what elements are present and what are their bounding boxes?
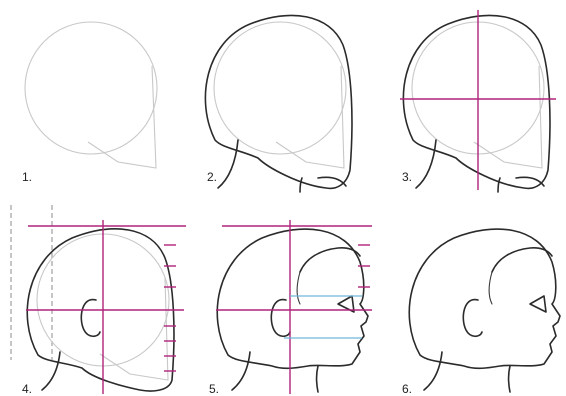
head-outline — [409, 229, 560, 368]
neck-front-line — [300, 178, 302, 192]
step-3-panel: 3. — [400, 10, 556, 192]
step-5-label: 5. — [209, 382, 219, 396]
head-outline — [217, 229, 368, 368]
step-4-label: 4. — [22, 382, 32, 396]
neck-back-line — [424, 352, 442, 390]
hairline — [492, 248, 552, 272]
step-2-panel: 2. — [205, 15, 352, 192]
step-5-panel: 5. — [209, 220, 372, 396]
head-outline — [403, 15, 550, 188]
cranium-guide-circle — [214, 22, 346, 154]
jaw-guide — [276, 66, 344, 168]
ear-outline — [271, 300, 290, 337]
jaw-guide — [88, 66, 156, 168]
step-6-label: 6. — [402, 382, 412, 396]
eye-outline — [530, 296, 546, 312]
jaw-guide — [474, 66, 542, 168]
head-outline — [205, 15, 352, 188]
step-6-panel: 6. — [402, 229, 560, 396]
ear-outline — [463, 300, 482, 337]
step-3-label: 3. — [402, 170, 412, 184]
cranium-guide-circle — [25, 22, 157, 154]
step-1-panel: 1. — [22, 22, 157, 184]
jaw-guide — [100, 278, 168, 380]
step-4-panel: 4. — [11, 205, 186, 396]
neck-back-line — [232, 352, 250, 390]
ear-outline — [81, 300, 100, 337]
hairline-sideburn — [489, 272, 492, 304]
neck-front-line — [317, 366, 319, 392]
neck-front-line — [509, 366, 511, 392]
hairline-sideburn — [297, 272, 300, 304]
step-1-label: 1. — [22, 170, 32, 184]
hairline — [300, 248, 360, 272]
step-2-label: 2. — [207, 170, 217, 184]
neck-front-line — [498, 178, 500, 192]
